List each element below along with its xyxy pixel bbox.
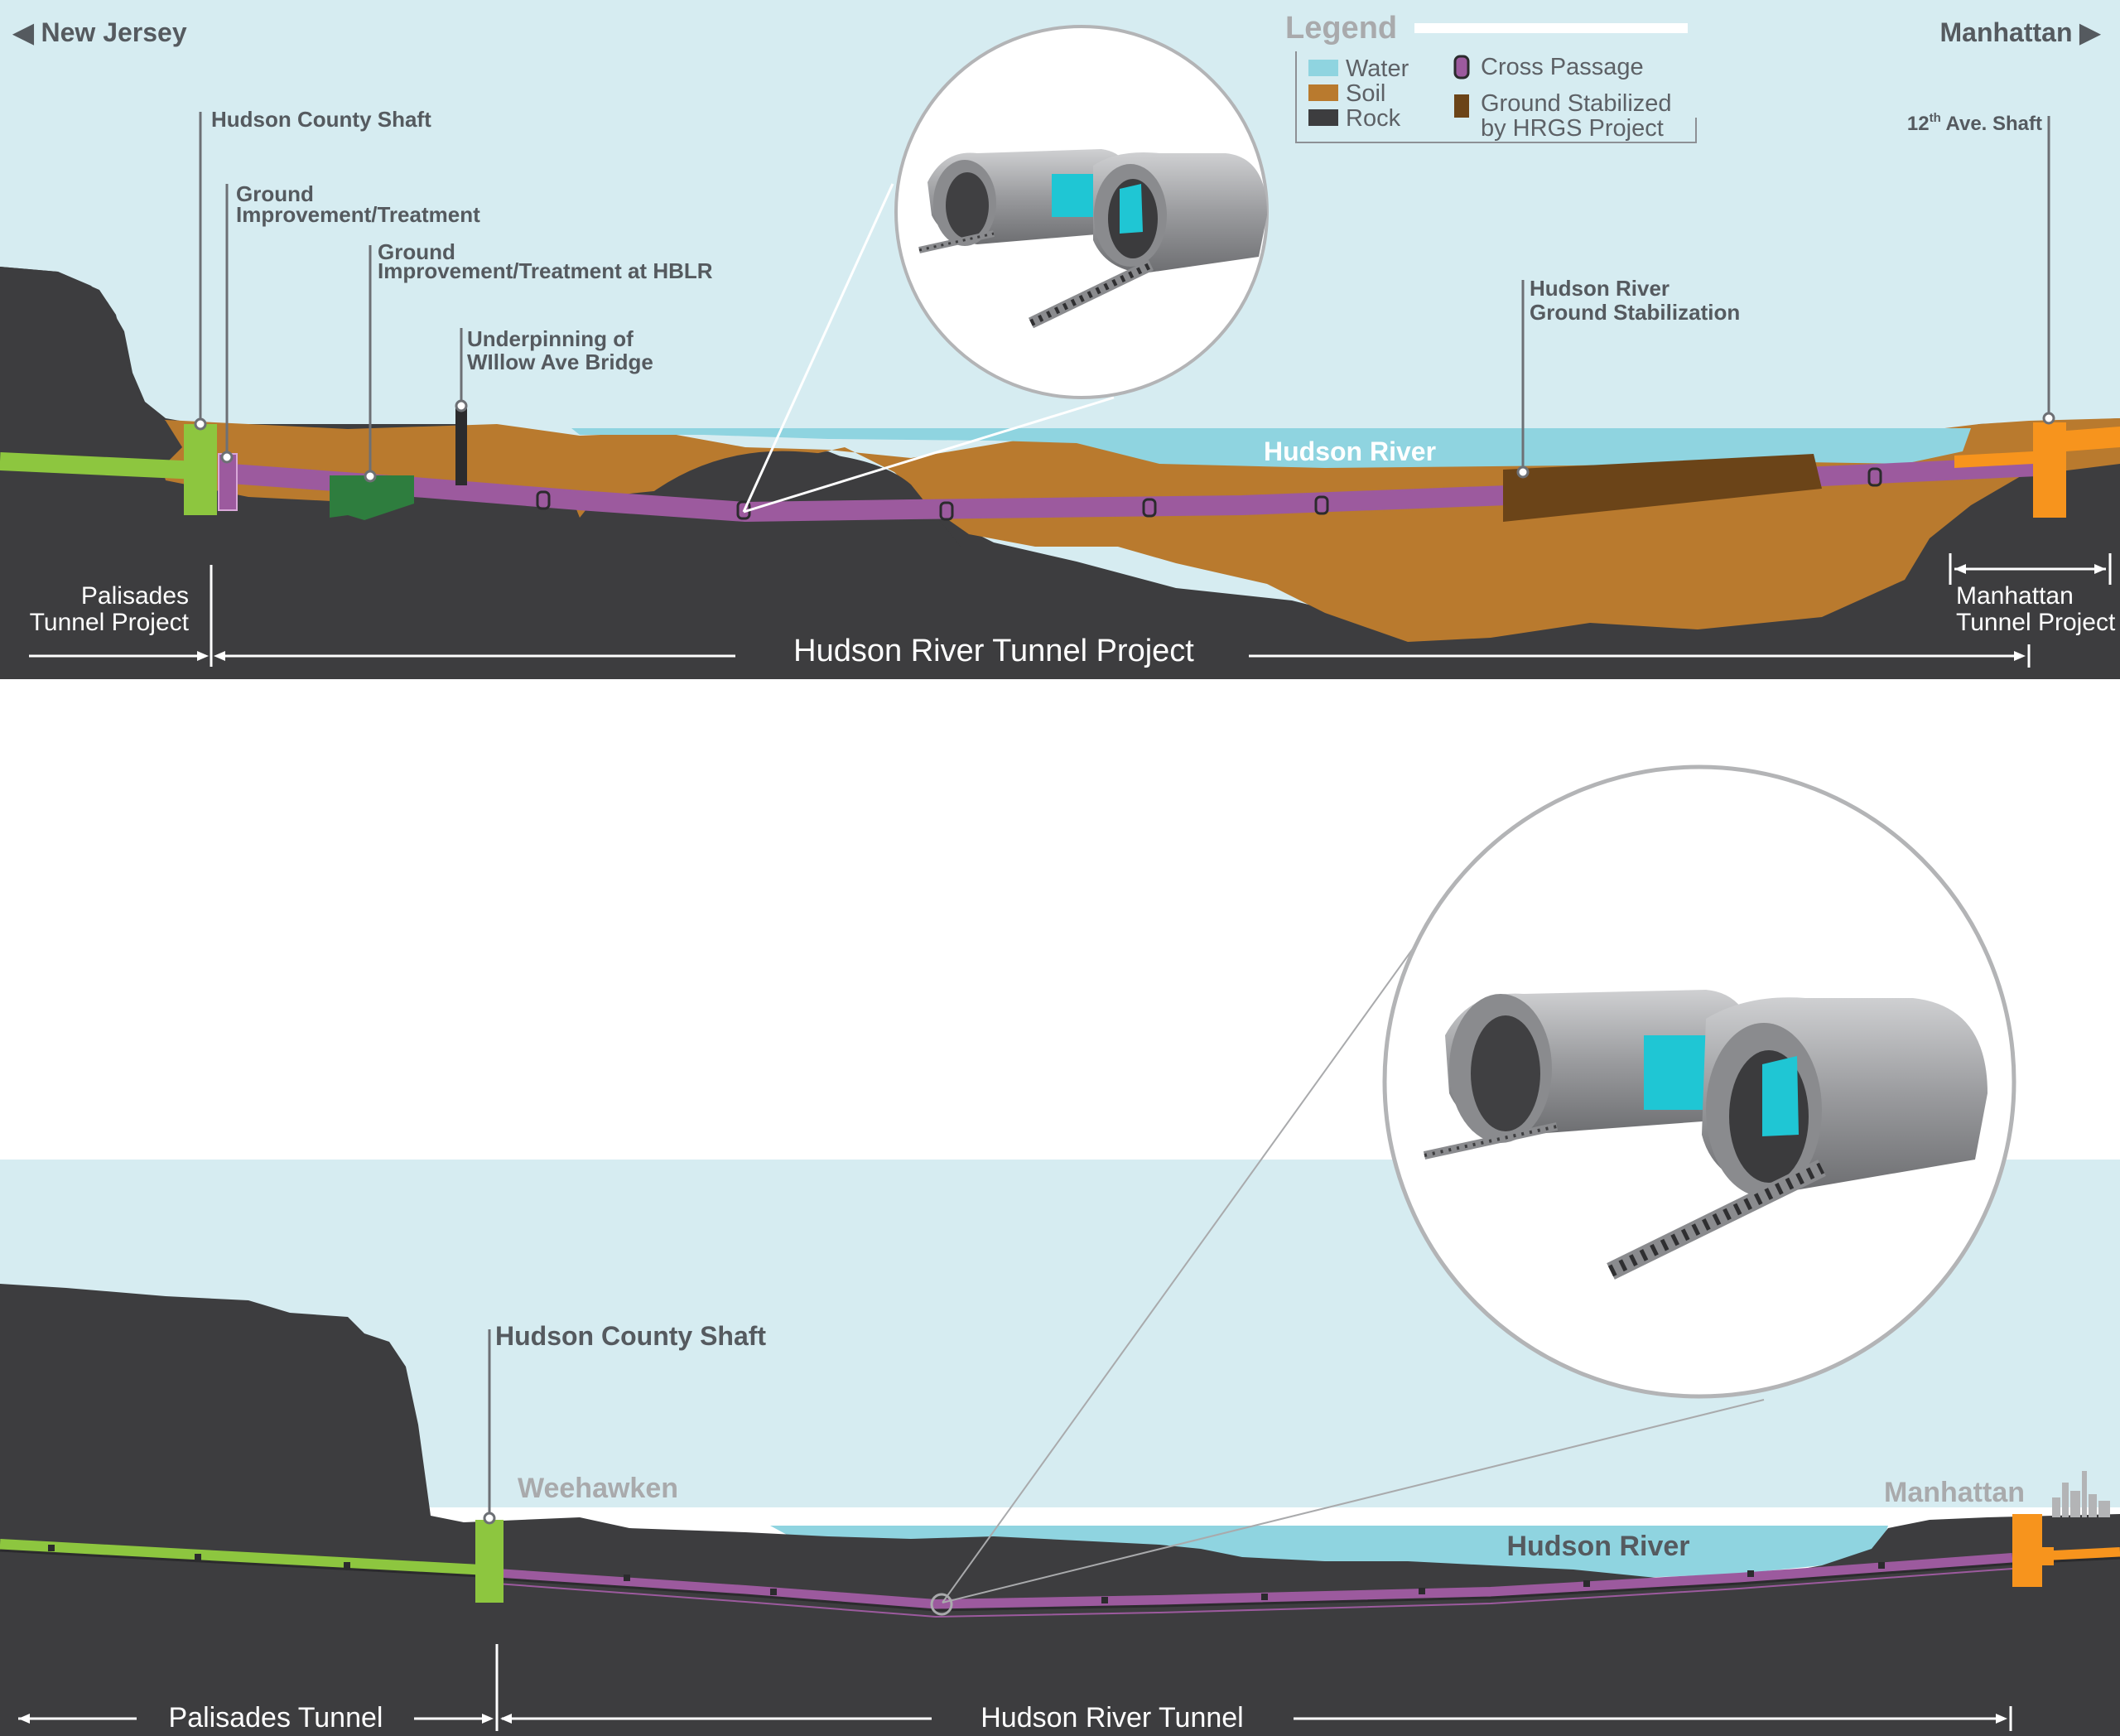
legend-title-bar — [1414, 23, 1688, 33]
top-twin-tunnel-render — [918, 149, 1267, 329]
nav-new-jersey[interactable]: ◀ New Jersey — [12, 17, 187, 47]
callout-willow: Underpinning of WIllow Ave Bridge — [455, 326, 653, 412]
bottom-hudson-county-shaft — [475, 1520, 504, 1603]
top-rock-bump — [646, 451, 961, 547]
span-hudson-label: Hudson River Tunnel Project — [793, 634, 1194, 668]
callout-hrgs-label-2: Ground Stabilization — [1530, 300, 1740, 325]
bottom-hudson-tunnel-track — [496, 1562, 2013, 1612]
top-spans: Palisades Tunnel Project Hudson River Tu… — [29, 553, 2116, 668]
bottom-water — [770, 1526, 1888, 1578]
cross-passage — [1142, 498, 1157, 518]
top-willow-bridge-pier — [455, 407, 467, 485]
legend-label-cross-passage: Cross Passage — [1481, 54, 1644, 80]
bottom-zoom-point — [930, 1593, 953, 1616]
span-manhattan-label-1: Manhattan — [1956, 582, 2074, 610]
bottom-place-manhattan: Manhattan — [1884, 1477, 2025, 1508]
bottom-manhattan-shaft — [2012, 1514, 2054, 1587]
top-hblr-treatment-block — [330, 475, 414, 520]
top-hrgs-zone — [1503, 454, 1822, 522]
cross-passage — [1867, 467, 1882, 487]
span-manhattan-label-2: Tunnel Project — [1956, 609, 2116, 636]
legend: Legend Water Soil Rock Cross Passage Gro… — [1285, 11, 1697, 143]
span-palisades-label-2: Tunnel Project — [30, 609, 190, 636]
callout-willow-label-1: Underpinning of — [467, 326, 634, 351]
bottom-hudson-tunnel-lower — [496, 1568, 2013, 1618]
callout-willow-label-2: WIllow Ave Bridge — [467, 350, 653, 374]
callout-ground-improvement: Ground Improvement/Treatment — [220, 181, 480, 464]
legend-label-hrgs-1: Ground Stabilized — [1481, 90, 1672, 117]
bottom-rock — [0, 1284, 2120, 1736]
bottom-spans: Palisades Tunnel Hudson River Tunnel — [18, 1644, 2012, 1734]
bottom-place-weehawken: Weehawken — [518, 1473, 678, 1504]
bottom-span-palisades-label: Palisades Tunnel — [169, 1702, 383, 1734]
bottom-callout-shaft: Hudson County Shaft — [483, 1321, 766, 1525]
bottom-cross-passages — [48, 1545, 1885, 1603]
cross-passage — [939, 501, 954, 521]
callout-hblr-label-2: Improvement/Treatment at HBLR — [378, 258, 713, 283]
top-12th-ave-shaft — [1954, 422, 2120, 518]
callout-hrgs: Hudson River Ground Stabilization — [1516, 276, 1740, 479]
legend-swatch-hrgs — [1454, 94, 1469, 118]
bottom-river-label: Hudson River — [1506, 1531, 1689, 1562]
top-palisades-tunnel — [0, 452, 200, 480]
callout-ground-improvement-label-2: Improvement/Treatment — [236, 202, 480, 227]
legend-swatch-cross-passage — [1453, 55, 1470, 80]
callout-hrgs-label-1: Hudson River — [1530, 276, 1670, 301]
legend-label-rock: Rock — [1346, 105, 1401, 132]
span-palisades-label-1: Palisades — [81, 582, 189, 610]
legend-swatch-soil — [1308, 84, 1338, 101]
top-palisades-cliff — [0, 267, 182, 464]
bottom-palisades-tunnel — [0, 1539, 481, 1576]
top-water — [571, 428, 1971, 468]
bottom-zoom-line — [942, 943, 1417, 1603]
legend-label-hrgs-2: by HRGS Project — [1481, 115, 1664, 142]
top-panel: Hudson River ◀ New Jersey Manhattan ▶ Le… — [0, 0, 2120, 679]
bottom-magnifier — [1382, 764, 2016, 1399]
bottom-twin-tunnel-render — [1423, 990, 1988, 1280]
top-hudson-county-shaft — [184, 424, 217, 515]
legend-swatch-rock — [1308, 109, 1338, 126]
cross-passage — [536, 490, 551, 510]
callout-hblr: Ground Improvement/Treatment at HBLR — [364, 239, 713, 483]
callout-hudson-county-shaft-label: Hudson County Shaft — [211, 107, 431, 132]
callout-12th-ave-shaft-label: 12th Ave. Shaft — [1907, 111, 2042, 135]
manhattan-skyline — [2052, 1471, 2110, 1517]
top-rock — [0, 267, 2120, 679]
bottom-callout-shaft-label: Hudson County Shaft — [495, 1321, 766, 1351]
callout-12th-ave-shaft: 12th Ave. Shaft — [1907, 111, 2055, 425]
top-zoom-line — [742, 183, 894, 513]
bottom-span-hudson-label: Hudson River Tunnel — [980, 1702, 1244, 1734]
top-river-label: Hudson River — [1264, 436, 1436, 466]
bottom-zoom-line — [942, 1399, 1765, 1603]
legend-label-water: Water — [1346, 55, 1409, 82]
callout-hblr-label-1: Ground — [378, 239, 455, 264]
cross-passage — [1314, 495, 1329, 515]
legend-label-soil: Soil — [1346, 80, 1385, 107]
top-magnifier — [894, 25, 1269, 399]
legend-swatch-water — [1308, 60, 1338, 76]
bottom-palisades-tunnel-track — [0, 1549, 481, 1578]
top-zoom-line — [743, 396, 1115, 514]
callout-ground-improvement-label-1: Ground — [236, 181, 314, 206]
legend-title: Legend — [1285, 11, 1397, 46]
bottom-panel: Weehawken Manhattan Hudson River Hudson … — [0, 764, 2120, 1736]
nav-manhattan[interactable]: Manhattan ▶ — [1940, 17, 2102, 47]
callout-hudson-county-shaft: Hudson County Shaft — [194, 107, 431, 431]
bottom-hudson-tunnel — [496, 1553, 2013, 1610]
legend-frame — [1295, 51, 1697, 143]
